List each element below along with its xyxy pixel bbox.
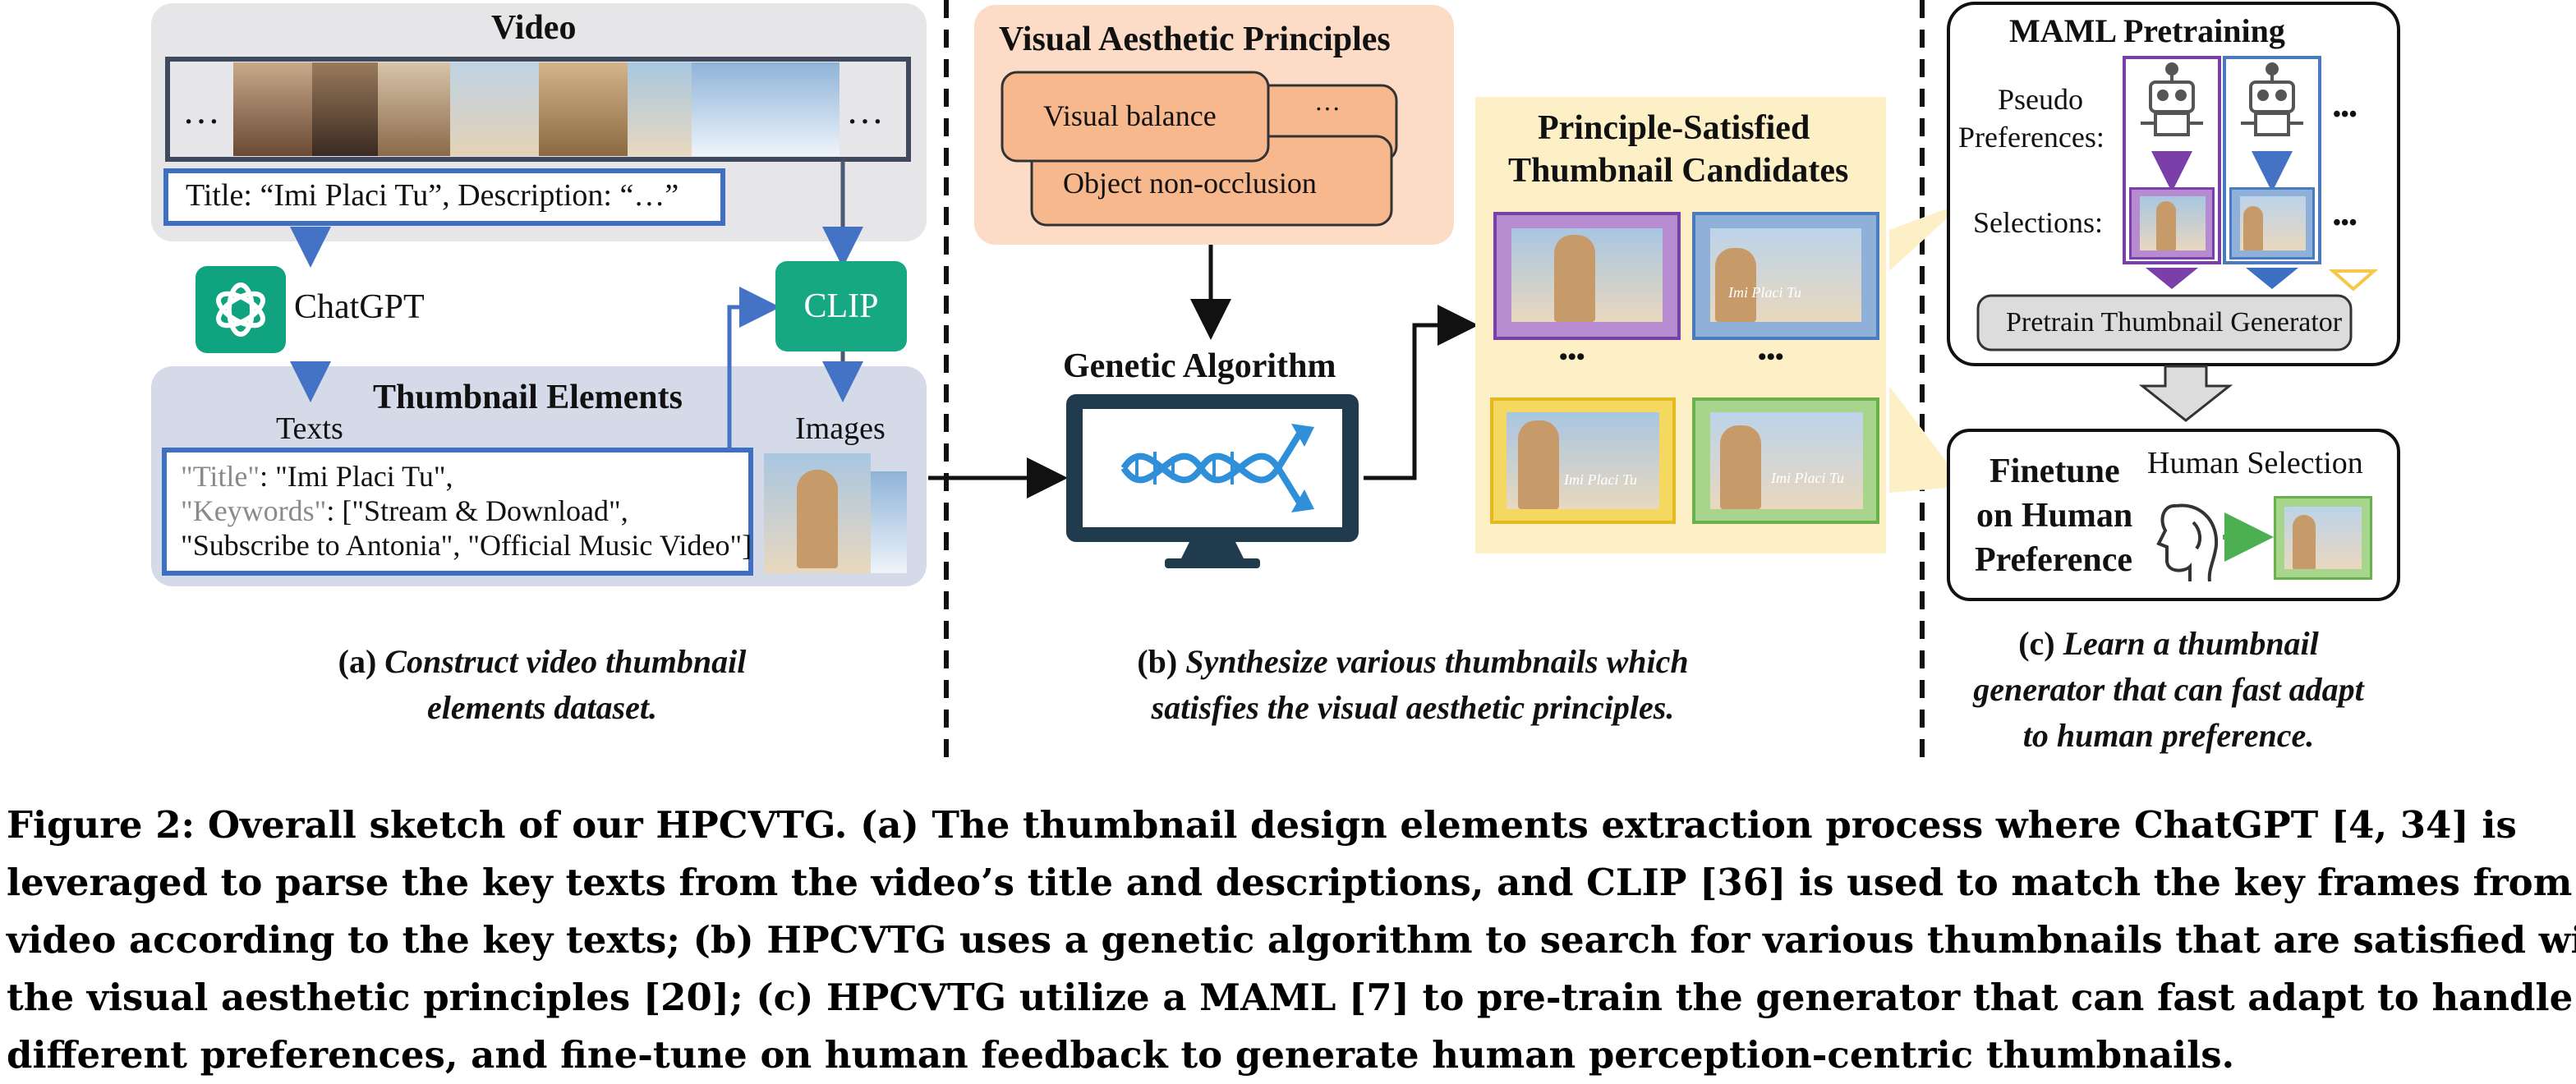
candidates-dots: ••• bbox=[1559, 343, 1585, 370]
caption-line: leveraged to parse the key texts from th… bbox=[7, 861, 2576, 904]
images-label: Images bbox=[795, 411, 886, 446]
figure-caption: Figure 2: Overall sketch of our HPCVTG. … bbox=[7, 797, 2576, 1084]
thumbnail-elements-title: Thumbnail Elements bbox=[373, 379, 683, 416]
caption-line: the visual aesthetic principles [20]; (c… bbox=[7, 976, 2574, 1019]
ellipsis-right: … bbox=[846, 90, 884, 131]
clip-box: CLIP bbox=[775, 261, 907, 351]
texts-json-line1: "Title": "Imi Placi Tu", bbox=[181, 460, 453, 493]
texts-json-line3: "Subscribe to Antonia", "Official Music … bbox=[181, 529, 752, 562]
subcaption-a: (a) Construct video thumbnail elements d… bbox=[338, 643, 747, 726]
robot-icon bbox=[2241, 62, 2303, 136]
element-image bbox=[871, 471, 907, 573]
candidates-title-line1: Principle-Satisfied bbox=[1538, 109, 1810, 147]
maml-pretraining-title: MAML Pretraining bbox=[2009, 12, 2285, 49]
subcaption-b: (b) Synthesize various thumbnails which … bbox=[1137, 643, 1689, 726]
subcaption-c: (c) Learn a thumbnail generator that can… bbox=[1973, 625, 2364, 754]
principle-visual-balance: Visual balance bbox=[1043, 99, 1217, 132]
candidate-thumbnail bbox=[1493, 212, 1681, 340]
human-selection-label: Human Selection bbox=[2147, 446, 2363, 480]
robots-dots: ••• bbox=[2333, 102, 2358, 127]
selection-thumbnail bbox=[2129, 187, 2215, 260]
human-selection-thumbnail bbox=[2274, 496, 2372, 580]
caption-line: video according to the key texts; (b) HP… bbox=[7, 918, 2576, 962]
texts-label: Texts bbox=[276, 411, 343, 446]
pseudo-label-line2: Preferences: bbox=[1958, 121, 2104, 154]
finetune-label-line1: Finetune bbox=[1990, 452, 2120, 490]
principle-object-non-occlusion: Object non-occlusion bbox=[1063, 167, 1317, 200]
ellipsis-left: … bbox=[182, 90, 220, 131]
selection-thumbnail bbox=[2229, 187, 2315, 260]
selections-dots: ••• bbox=[2333, 210, 2358, 236]
principle-more: ··· bbox=[1314, 94, 1341, 123]
genetic-algorithm-label: Genetic Algorithm bbox=[1063, 347, 1336, 385]
texts-json-line2: "Keywords": ["Stream & Download", bbox=[181, 494, 628, 527]
caption-line: different preferences, and fine-tune on … bbox=[7, 1033, 2235, 1077]
title-description-text: Title: “Imi Placi Tu”, Description: “…” bbox=[186, 178, 679, 213]
finetune-label-line2: on Human bbox=[1976, 497, 2133, 535]
chatgpt-label: ChatGPT bbox=[294, 288, 425, 326]
candidates-dots: ••• bbox=[1758, 343, 1784, 370]
chatgpt-icon bbox=[196, 266, 286, 353]
candidates-title-line2: Thumbnail Candidates bbox=[1508, 152, 1849, 190]
candidate-thumbnail: Imi Placi Tu bbox=[1692, 397, 1879, 524]
principles-title: Visual Aesthetic Principles bbox=[999, 21, 1391, 58]
robot-icon bbox=[2141, 62, 2203, 136]
human-head-icon bbox=[2156, 503, 2219, 582]
candidate-thumbnail: Imi Placi Tu bbox=[1692, 212, 1879, 340]
candidate-thumbnail: Imi Placi Tu bbox=[1490, 397, 1676, 524]
finetune-label-line3: Preference bbox=[1975, 541, 2132, 579]
pseudo-label-line1: Pseudo bbox=[1998, 83, 2084, 116]
caption-line: Figure 2: Overall sketch of our HPCVTG. … bbox=[7, 803, 2517, 847]
selections-label: Selections: bbox=[1973, 206, 2103, 239]
video-title: Video bbox=[491, 9, 577, 47]
element-image bbox=[764, 453, 871, 573]
video-frames-strip bbox=[233, 62, 840, 156]
pretrain-generator-label: Pretrain Thumbnail Generator bbox=[2006, 307, 2343, 338]
monitor-icon bbox=[1066, 394, 1359, 568]
figure-diagram bbox=[151, 0, 2400, 764]
